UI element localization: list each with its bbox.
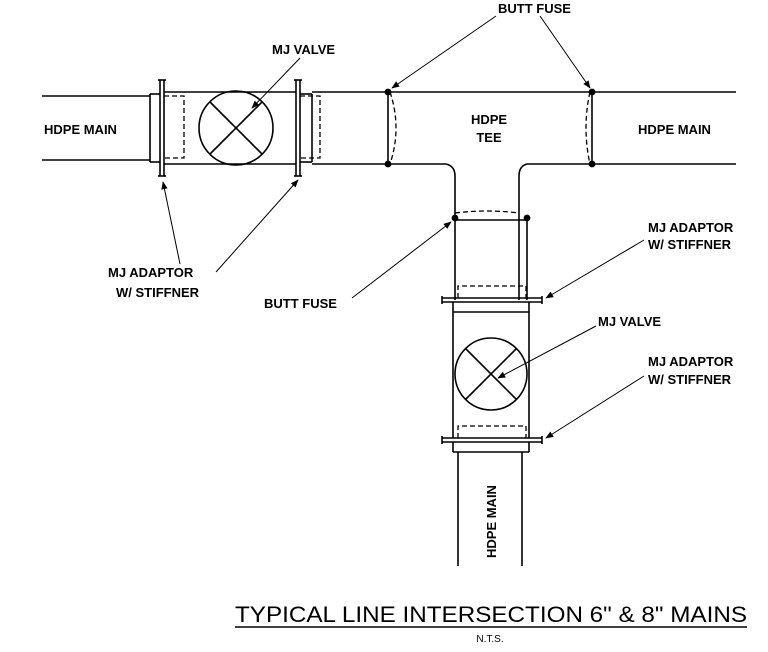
- mj-valve-branch: [452, 312, 530, 438]
- label-mj-adaptor-right2-line2: W/ STIFFNER: [648, 372, 732, 387]
- mj-valve-left: [164, 90, 296, 166]
- bottom-hdpe-main-pipe: [457, 452, 523, 566]
- label-mj-adaptor-right1-line2: W/ STIFFNER: [648, 237, 732, 252]
- mj-adaptor-branch-lower: [441, 425, 543, 453]
- label-mj-adaptor-right1-line1: MJ ADAPTOR: [648, 220, 734, 235]
- branch-pipe-upper: [454, 216, 528, 300]
- butt-fuse-right-joint: [585, 88, 596, 168]
- mj-adaptor-left-2: [294, 79, 321, 177]
- left-hdpe-main-pipe: [42, 95, 150, 161]
- mj-adaptor-left-1: [149, 79, 185, 177]
- mj-adaptor-branch-upper: [441, 285, 543, 313]
- leader-lines: [161, 15, 645, 439]
- right-hdpe-main-pipe: [592, 91, 736, 165]
- left-pipe-to-tee: [312, 91, 388, 165]
- label-hdpe-tee-line1: HDPE: [471, 112, 507, 127]
- label-mj-valve-bottom: MJ VALVE: [598, 314, 661, 329]
- label-hdpe-main-bottom: HDPE MAIN: [484, 485, 499, 558]
- label-mj-adaptor-left-line1: MJ ADAPTOR: [108, 265, 194, 280]
- butt-fuse-left-joint: [384, 88, 397, 168]
- label-butt-fuse-top: BUTT FUSE: [498, 1, 571, 16]
- hdpe-tee: [387, 91, 593, 216]
- label-mj-valve-top: MJ VALVE: [272, 42, 335, 57]
- label-mj-adaptor-left-line2: W/ STIFFNER: [116, 285, 200, 300]
- drawing-title: TYPICAL LINE INTERSECTION 6" & 8" MAINS: [235, 602, 747, 627]
- drawing-scale-note: N.T.S.: [476, 634, 503, 645]
- label-hdpe-tee-line2: TEE: [476, 130, 502, 145]
- label-mj-adaptor-right2-line1: MJ ADAPTOR: [648, 354, 734, 369]
- label-hdpe-main-right: HDPE MAIN: [638, 122, 711, 137]
- label-hdpe-main-left: HDPE MAIN: [44, 122, 117, 137]
- label-butt-fuse-left: BUTT FUSE: [264, 296, 337, 311]
